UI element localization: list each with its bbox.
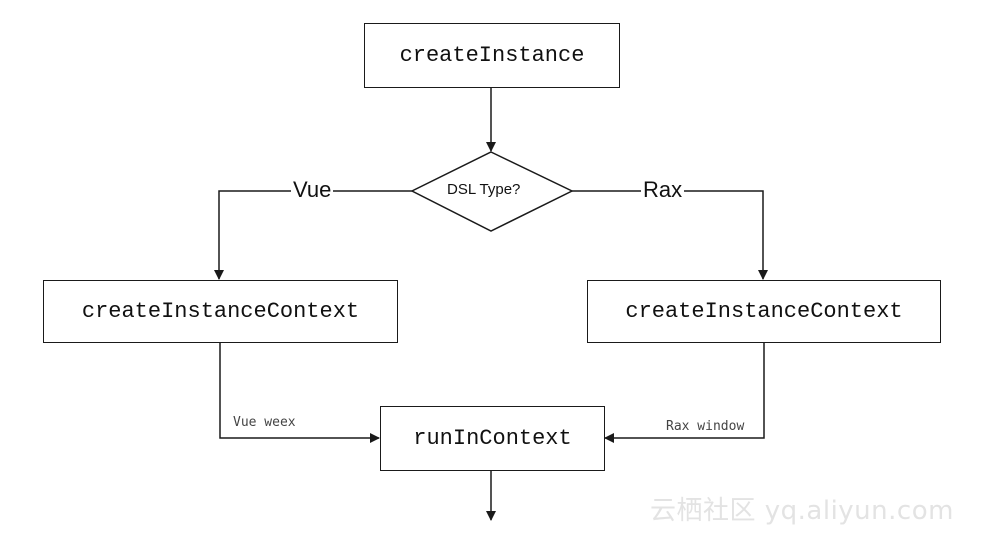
create-instance-node: createInstance [364,23,620,88]
run-in-context-label: runInContext [413,426,572,451]
watermark: 云栖社区 yq.aliyun.com [650,496,954,526]
rax-window-edge-label: Rax window [666,419,745,434]
edge-vue-weex [219,343,380,443]
edge-rax-window [604,343,765,443]
run-in-context-node: runInContext [380,406,605,471]
dsl-type-label: DSL Type? [447,181,521,198]
create-instance-context-left-node: createInstanceContext [43,280,398,343]
rax-edge-label: Rax [641,177,685,203]
create-instance-context-right-node: createInstanceContext [587,280,941,343]
dsl-type-diamond [410,151,574,232]
edge-vue [214,190,412,280]
vue-weex-edge-label: Vue weex [233,415,296,430]
edge-rax [572,190,768,280]
create-instance-context-left-label: createInstanceContext [81,299,360,324]
vue-edge-label: Vue [291,177,334,203]
create-instance-label: createInstance [399,43,585,68]
create-instance-context-right-label: createInstanceContext [625,299,903,324]
